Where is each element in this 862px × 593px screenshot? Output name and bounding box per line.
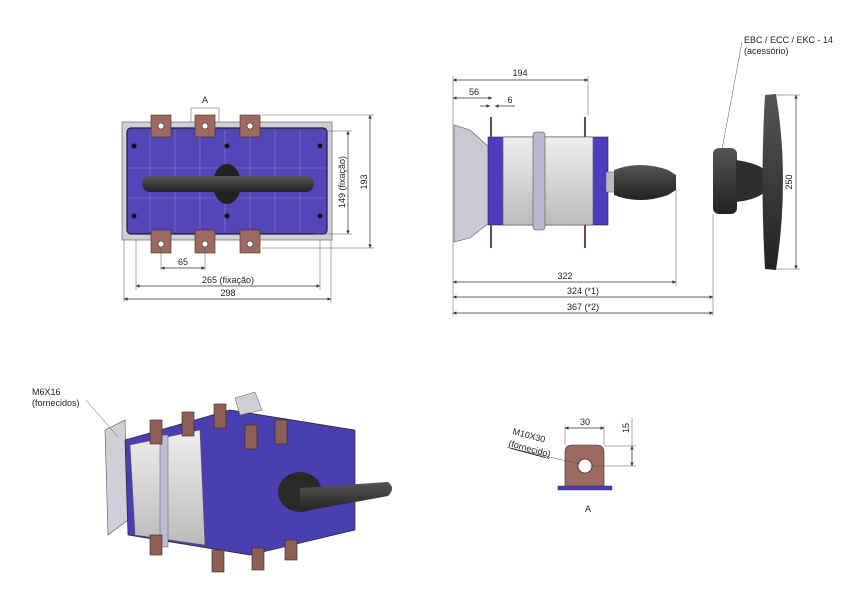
dim-56: 56 [469,87,479,97]
dim-324: 324 (*1) [567,286,599,296]
isometric-view: M6X16 (fornecidos) [32,387,392,573]
dim-250: 250 [784,174,794,189]
detail-a: 30 15 M10X30 (fornecido) A [507,417,636,514]
dim-194: 194 [512,68,527,78]
dim-322: 322 [557,271,572,281]
clamp-band [532,131,546,231]
screw-label: M6X16 [32,387,61,397]
detail-a-callout: A [202,95,208,105]
door-handle-grip [762,94,783,270]
front-view: A 65 265 (fixação) 298 149 (fixação) 193 [121,95,374,302]
dim-367: 367 (*2) [567,302,599,312]
iso-terminals [149,403,298,573]
mounting-flange [453,124,491,243]
dim-fixing-height: 149 (fixação) [337,156,347,208]
dim-fixing-width: 265 (fixação) [202,275,254,285]
dim-total-width: 298 [220,288,235,298]
dim-30: 30 [580,417,590,427]
dim-6: 6 [507,95,512,105]
side-view: 194 56 6 322 324 (*1) 367 (*2) 250 EBC /… [452,35,833,316]
dim-total-height: 193 [359,174,369,189]
handle-note: (acessório) [744,46,789,56]
switch-body-side [502,136,594,226]
dim-15: 15 [621,423,631,433]
door-handle-base [713,148,737,214]
bolt-hole [577,458,593,474]
iso-plate [104,419,129,536]
iso-handle [300,482,392,512]
rotary-knob [614,165,676,200]
bolt-note: (fornecido) [507,438,551,459]
handle-label: EBC / ECC / EKC - 14 [744,35,833,45]
screw-note: (fornecidos) [32,398,80,408]
dim-pitch: 65 [178,257,188,267]
handle-icon [142,176,314,192]
detail-title: A [585,504,591,514]
